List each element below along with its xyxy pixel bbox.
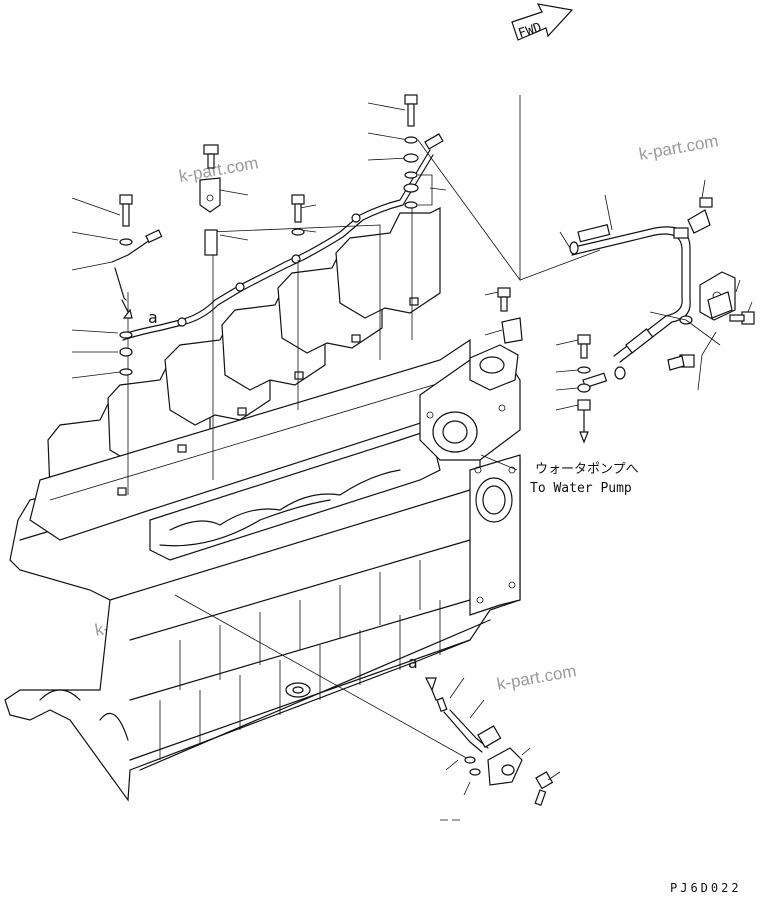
bracket-right <box>699 271 755 325</box>
cylinder-head-covers <box>29 207 471 541</box>
bolt-stack-2 <box>199 144 221 256</box>
callout-letter-upper: a <box>148 308 158 327</box>
watermark-2: k-part.com <box>637 131 719 164</box>
callout-letter-lower: a <box>408 653 418 672</box>
callout-a-upper: a <box>121 299 158 327</box>
banjo-fitting <box>111 229 163 301</box>
drawing-code: PJ6D022 <box>670 881 742 895</box>
oil-tube <box>119 149 434 341</box>
callout-leaders-left <box>71 102 447 379</box>
bolt-stack-5 <box>484 287 523 344</box>
destination-label-jp: ウォータポンプへ <box>535 462 639 477</box>
exhaust-manifold <box>149 429 441 561</box>
hose-clamp-bolt <box>687 179 713 234</box>
elbow-fitting <box>667 354 695 371</box>
water-hose <box>559 194 721 391</box>
destination-label-en: To Water Pump <box>530 481 632 496</box>
leader-lines <box>127 95 601 761</box>
water-outlet-housing <box>419 344 521 461</box>
lower-oil-pipe-assembly: a <box>408 653 561 821</box>
bolt-stack-1 <box>119 194 133 376</box>
water-pump-destination: ウォータポンプへ To Water Pump <box>530 462 639 496</box>
forward-arrow-label: FWD <box>517 20 544 42</box>
forward-arrow: FWD <box>511 3 574 42</box>
watermark-4: k-part.com <box>495 661 577 694</box>
bolt-stack-3 <box>291 194 305 236</box>
bolt-stack-4 <box>403 94 444 209</box>
bolt-stack-6 <box>555 334 626 444</box>
